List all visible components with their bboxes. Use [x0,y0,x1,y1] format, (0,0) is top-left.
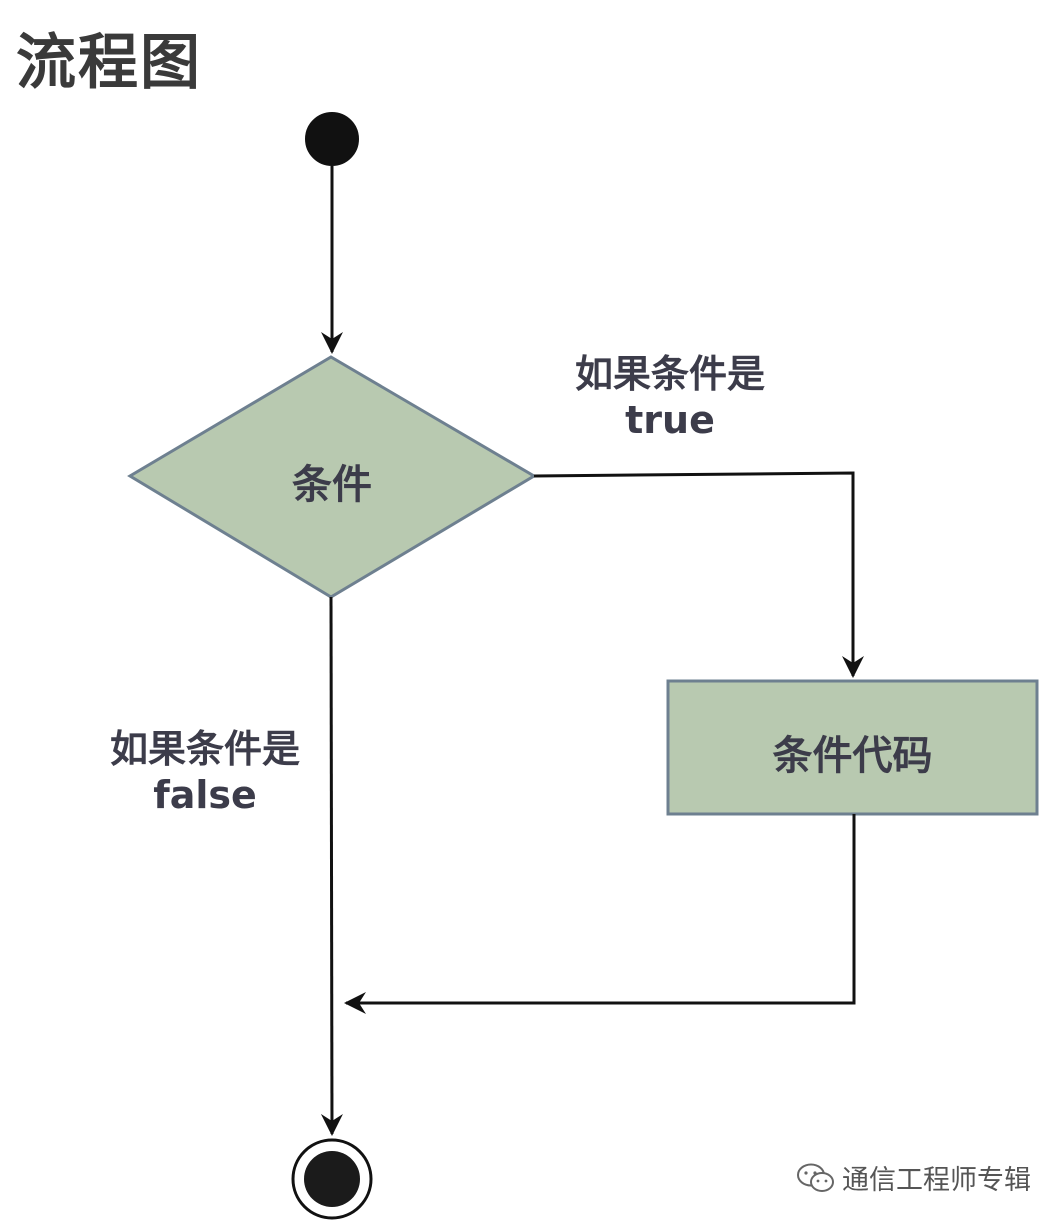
page-title: 流程图 [16,28,202,98]
wechat-icon [797,1163,834,1192]
condition-node-label: 条件 [292,462,372,508]
edge-condition-to-code [533,471,864,678]
watermark-text: 通信工程师专辑 [842,1165,1031,1196]
edge-code-to-merge [344,814,856,1014]
false-branch-label-line1: 如果条件是 [109,727,300,771]
true-branch-label-line2: true [625,397,715,442]
false-branch-label-line2: false [153,772,257,817]
true-branch-label-line1: 如果条件是 [574,352,765,396]
end-node [304,1151,360,1207]
code-node-label: 条件代码 [772,733,933,779]
true-branch-label: 如果条件是 true [540,352,800,443]
watermark: 通信工程师专辑 [796,1158,1031,1197]
start-node [305,112,359,166]
false-branch-label: 如果条件是 false [75,727,335,818]
edge-condition-to-end [320,596,343,1136]
